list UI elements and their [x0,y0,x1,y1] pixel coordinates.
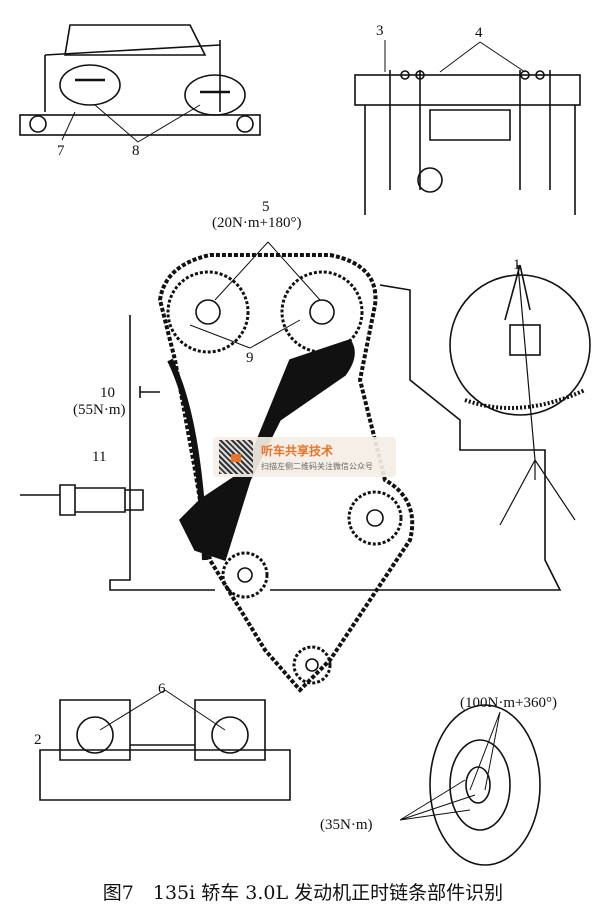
watermark-badge: 听车共享技术 扫描左侧二维码关注微信公众号 [213,437,396,477]
label-crank-torque-b: (35N·m) [320,817,373,833]
inset-locking-pin [449,264,591,526]
qr-code-icon [219,440,253,474]
inset-cam-adjusters [19,24,261,136]
label-1: 1 [513,257,521,273]
watermark-subtitle: 扫描左侧二维码关注微信公众号 [261,462,373,471]
label-9: 9 [246,350,254,366]
chain-tensioner-part [20,484,144,516]
label-7: 7 [57,143,65,159]
inset-cam-locking-tool [354,70,581,215]
inset-crank-pulley [429,704,541,866]
label-6: 6 [158,681,166,697]
label-5: 5 [262,199,270,215]
label-8: 8 [132,143,140,159]
label-10-torque: (55N·m) [73,402,126,418]
figure-caption: 图7 135i 轿车 3.0L 发动机正时链条部件识别 [102,882,504,904]
engine-front-view [109,253,562,693]
inset-cam-sprocket-bolts [39,699,291,801]
label-11: 11 [92,449,107,465]
label-2: 2 [34,732,42,748]
label-crank-torque-a: (100N·m+360°) [460,695,557,711]
watermark-title: 听车共享技术 [261,444,334,458]
label-5-torque: (20N·m+180°) [212,215,302,231]
label-3: 3 [376,23,384,39]
leader-lines [61,40,526,821]
label-10: 10 [100,385,115,401]
label-4: 4 [475,25,483,41]
